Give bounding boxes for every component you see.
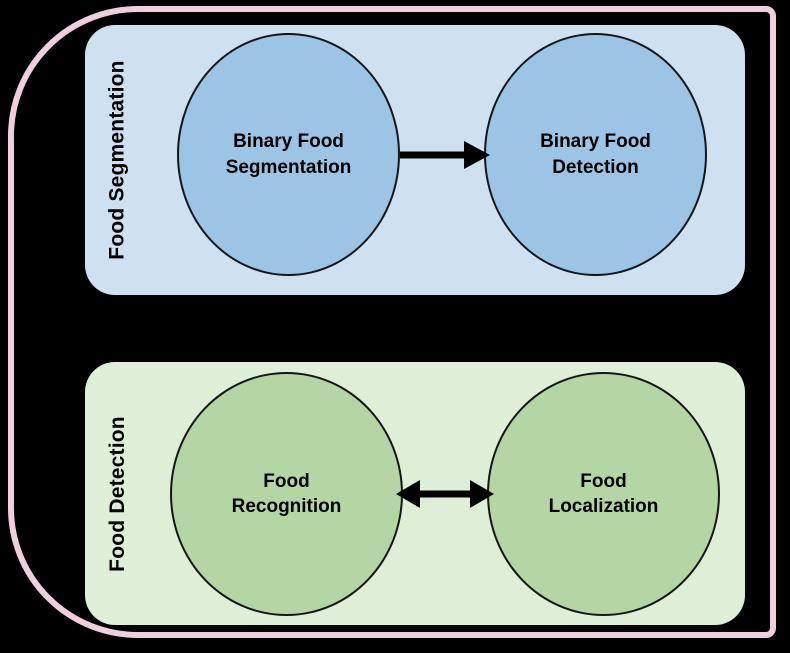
group-label-text: Food Detection [106,415,129,572]
node-label: Binary Food Segmentation [225,131,352,178]
node-binary-food-detection[interactable]: Binary Food Detection [484,33,707,276]
connector-recognition-localization-arrow [396,476,494,512]
node-food-recognition[interactable]: Food Recognition [170,372,403,616]
single-arrow-icon [400,141,490,169]
node-binary-food-segmentation[interactable]: Binary Food Segmentation [177,33,400,276]
group-label-text: Food Segmentation [106,60,129,260]
node-label: Food Localization [548,470,659,517]
node-label: Food Recognition [231,470,342,517]
group-label-food-detection: Food Detection [85,362,151,625]
connector-segmentation-to-detection-arrow [398,137,490,173]
node-food-localization[interactable]: Food Localization [487,372,720,616]
node-label: Binary Food Detection [540,131,651,178]
group-label-food-segmentation: Food Segmentation [85,25,151,295]
double-arrow-icon [396,480,494,508]
